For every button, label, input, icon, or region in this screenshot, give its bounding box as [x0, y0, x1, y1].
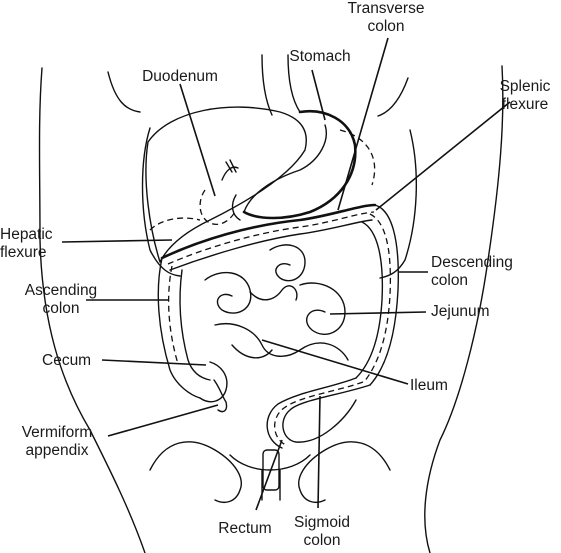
ribcage	[141, 127, 418, 279]
esophagus	[261, 54, 301, 116]
vermiform-appendix-label: Vermiform appendix	[21, 424, 93, 459]
rectum-label: Rectum	[218, 520, 272, 537]
jejunum-label: Jejunum	[431, 303, 490, 320]
sigmoid-colon-label: Sigmoid colon	[294, 514, 350, 549]
splenic-flexure-label: Splenic flexure	[499, 78, 551, 113]
duodenum	[199, 159, 241, 225]
cecum-label: Cecum	[42, 352, 92, 369]
cecum	[199, 361, 228, 413]
duodenum-label: Duodenum	[142, 68, 218, 85]
descending-colon-label: Descending colon	[431, 254, 513, 289]
ascending-colon-label: Ascending colon	[24, 282, 98, 317]
hepatic-flexure-label: Hepatic flexure	[0, 226, 53, 261]
torso-outline	[38, 65, 504, 553]
sigmoid-colon	[266, 377, 371, 449]
leader-lines	[61, 37, 511, 511]
transverse-colon	[160, 203, 377, 271]
small-intestine	[204, 244, 349, 361]
stomach-label: Stomach	[289, 48, 351, 65]
ileum-label: Ileum	[410, 377, 448, 394]
stomach	[242, 109, 376, 220]
liver	[145, 106, 307, 263]
transverse-colon-label: Transverse colon	[347, 0, 425, 35]
ascending-colon	[157, 257, 211, 399]
pancreas	[149, 217, 201, 231]
descending-colon	[355, 204, 400, 386]
